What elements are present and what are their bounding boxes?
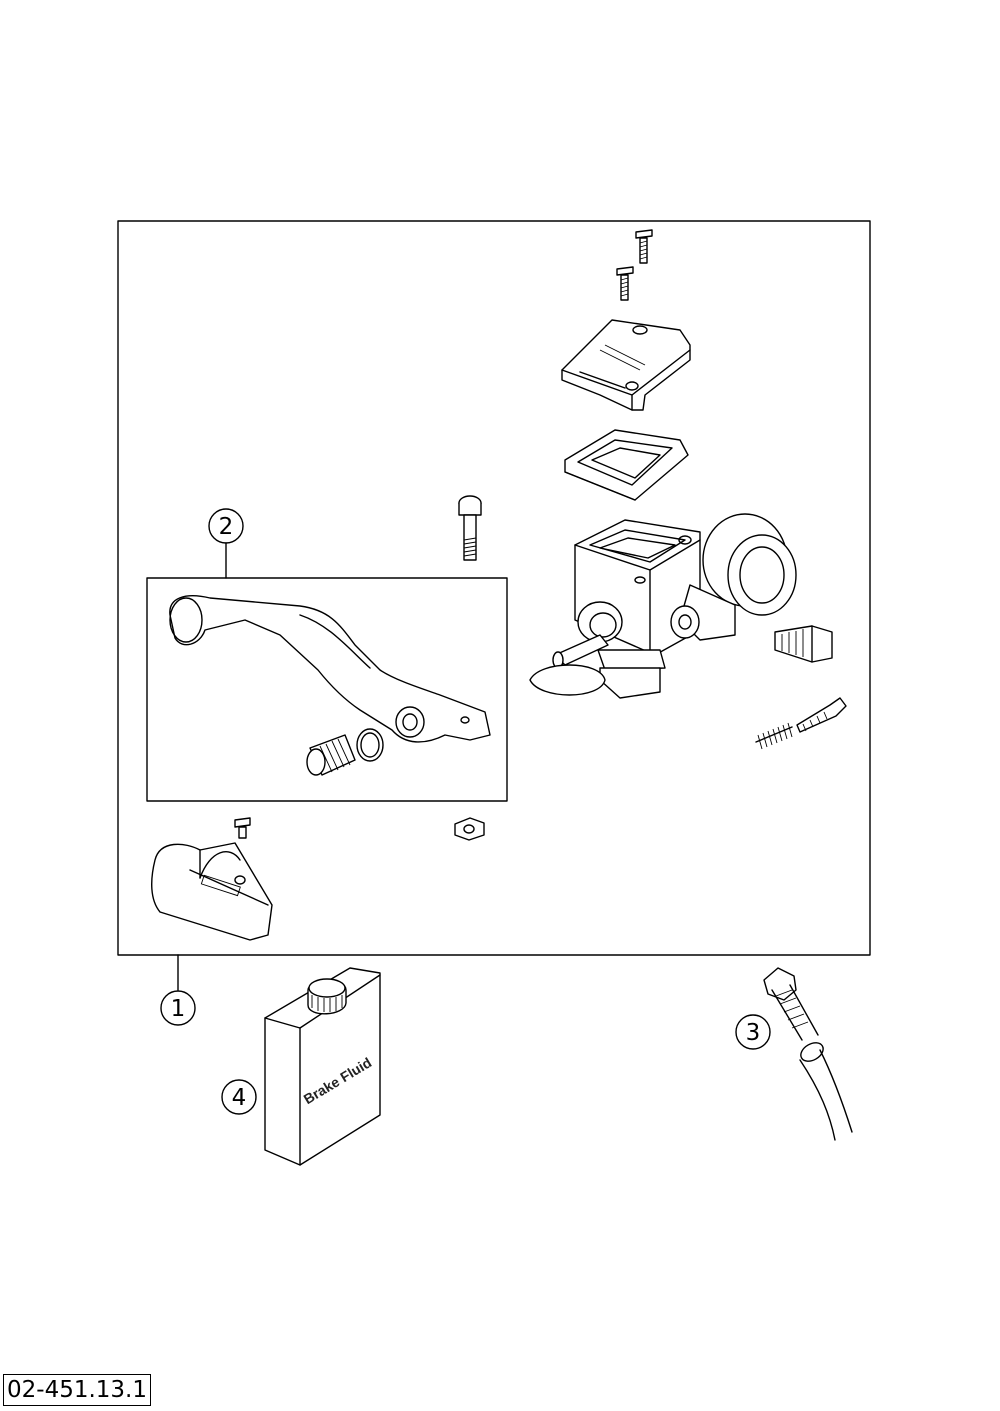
return-spring <box>755 722 793 750</box>
clamp-screw-small <box>234 817 251 839</box>
adjusting-screw-long <box>796 697 847 733</box>
adjusting-screw-short <box>774 625 833 663</box>
callout-2: 2 <box>208 508 244 544</box>
reservoir-diaphragm <box>564 429 689 501</box>
lever-washer <box>356 728 384 762</box>
brake-lever <box>169 595 491 743</box>
assembly-frame-1 <box>117 220 871 956</box>
handlebar-clamp-half <box>151 842 273 941</box>
assembly-frame-2 <box>146 577 508 802</box>
lever-adjuster <box>306 734 356 776</box>
brake-line <box>763 967 853 1141</box>
callout-1: 1 <box>160 990 196 1026</box>
brake-fluid-container: Brake Fluid <box>264 967 381 1166</box>
callout-label-2: 2 <box>219 514 234 540</box>
diagram-reference-code: 02-451.13.1 <box>3 1374 151 1406</box>
callout-3: 3 <box>735 1014 771 1050</box>
callout-4: 4 <box>221 1079 257 1115</box>
callout-label-1: 1 <box>171 996 186 1022</box>
reservoir-cover <box>561 319 691 411</box>
pivot-bolt <box>458 495 482 561</box>
master-cylinder-body <box>529 513 797 699</box>
screw-top-1 <box>635 229 653 264</box>
callout-label-4: 4 <box>232 1085 247 1111</box>
callout-label-3: 3 <box>746 1020 761 1046</box>
screw-top-2 <box>616 266 634 301</box>
lock-nut <box>454 817 485 841</box>
